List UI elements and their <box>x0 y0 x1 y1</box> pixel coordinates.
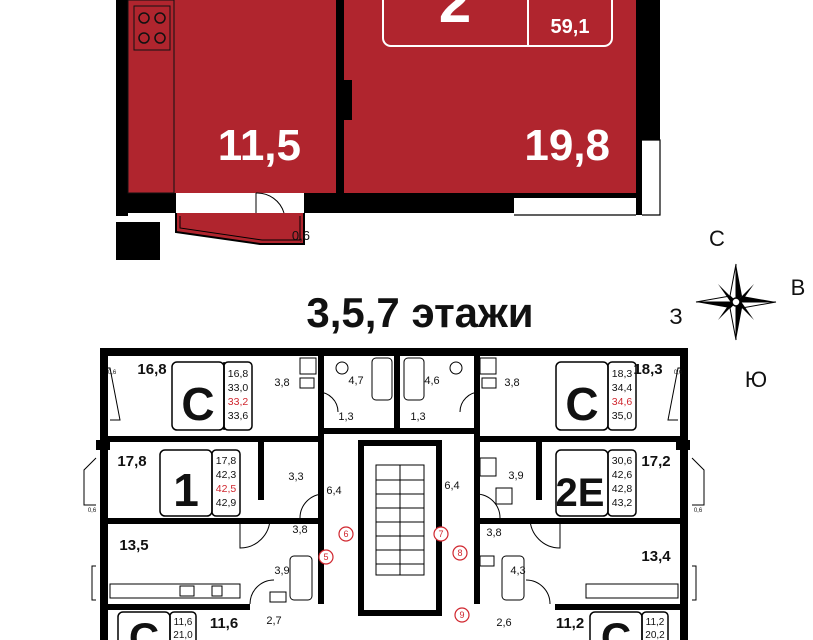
kitchen-counter <box>109 583 679 599</box>
marker-label: 5 <box>323 552 328 562</box>
balcony-label: 0,6 <box>674 370 683 376</box>
spec: 16,8 <box>228 368 249 380</box>
marker-8: 8 <box>452 545 468 561</box>
floors-title: 3,5,7 этажи <box>306 289 533 336</box>
balcony-label: 0,6 <box>694 508 703 514</box>
floor-plan-walls <box>96 348 690 640</box>
apt-badge-5: С 11,6 21,0 <box>117 611 197 640</box>
spec: 42,6 <box>612 469 633 481</box>
apartment-badge: 2 59,1 <box>382 0 613 47</box>
marker-5: 5 <box>318 549 334 565</box>
apt-badge-3: 1 17,8 42,3 42,5 42,9 <box>159 449 241 517</box>
spec-highlight: 42,5 <box>216 483 237 495</box>
rooms-count-label: 2 <box>439 0 471 35</box>
marker-6: 6 <box>338 526 354 542</box>
spec: 21,0 <box>173 630 193 640</box>
room-area: 6,4 <box>444 480 459 492</box>
apt-type: С <box>129 614 159 640</box>
spec: 33,6 <box>228 410 249 422</box>
doors <box>239 391 561 605</box>
room-area: 2,6 <box>496 617 511 629</box>
room-area-label: 19,8 <box>524 121 610 170</box>
spec: 42,8 <box>612 483 633 495</box>
spec: 18,3 <box>612 368 633 380</box>
room-area: 4,6 <box>424 375 439 387</box>
compass-icon <box>695 263 777 341</box>
room-area: 11,6 <box>210 615 238 632</box>
spec: 17,8 <box>216 455 237 467</box>
room-area: 4,7 <box>348 375 363 387</box>
spec: 34,4 <box>612 382 633 394</box>
compass-north: С <box>709 226 725 251</box>
spec: 20,2 <box>645 630 665 640</box>
compass-south: Ю <box>745 367 767 392</box>
marker-label: 8 <box>457 548 462 558</box>
room-area: 1,3 <box>410 411 425 423</box>
small-room-labels: 3,8 4,7 4,6 3,8 1,3 1,3 3,3 6,4 6,4 3,9 … <box>266 375 525 629</box>
spec-highlight: 33,2 <box>228 396 249 408</box>
compass-east: В <box>791 275 806 300</box>
balcony-label: 0,6 <box>108 370 117 376</box>
bathroom-fixtures <box>269 357 525 603</box>
room-area: 13,5 <box>119 537 148 554</box>
markers: 5 6 7 8 9 <box>318 526 470 623</box>
balcony-area-label: 0,6 <box>292 228 310 243</box>
marker-label: 9 <box>459 610 464 620</box>
apt-badge-1: С 16,8 33,0 33,2 33,6 <box>171 361 253 431</box>
spec: 35,0 <box>612 410 633 422</box>
windows <box>83 367 705 601</box>
room-area: 3,8 <box>504 377 519 389</box>
room-labels: 16,8 18,3 17,8 17,2 13,5 13,4 11,6 11,2 <box>117 361 671 632</box>
spec: 30,6 <box>612 455 633 467</box>
apt-badge-6: С 11,2 20,2 <box>589 611 669 640</box>
room-area: 3,9 <box>274 565 289 577</box>
spec: 11,6 <box>174 617 193 628</box>
spec: 42,3 <box>216 469 237 481</box>
balcony-label: 0,6 <box>88 508 97 514</box>
apt-badge-2: С 18,3 34,4 34,6 35,0 <box>555 361 637 431</box>
top-apartment: 0,6 2 59,1 11,5 19,8 <box>116 0 661 260</box>
apt-type: 2Е <box>556 471 605 515</box>
spec: 42,9 <box>216 497 237 509</box>
stove-icon <box>133 5 171 51</box>
room-area: 17,2 <box>641 453 670 470</box>
room-area: 13,4 <box>641 548 671 565</box>
spec: 43,2 <box>612 497 633 509</box>
total-area-label: 59,1 <box>551 16 590 38</box>
room-area: 11,2 <box>556 615 584 632</box>
room-area: 18,3 <box>633 361 662 378</box>
apt-badge-4: 2Е 30,6 42,6 42,8 43,2 <box>555 449 637 517</box>
room-area: 6,4 <box>326 485 341 497</box>
staircase-icon <box>375 464 425 576</box>
room-area: 1,3 <box>338 411 353 423</box>
room-area: 3,8 <box>292 524 307 536</box>
spec: 33,0 <box>228 382 249 394</box>
apt-type: С <box>601 614 631 640</box>
apt-type: С <box>181 378 214 430</box>
apt-type: 1 <box>173 464 199 516</box>
room-area: 4,3 <box>510 565 525 577</box>
room-area: 3,3 <box>288 471 303 483</box>
room-area: 3,9 <box>508 470 523 482</box>
marker-label: 6 <box>343 529 348 539</box>
balcony-labels: 0,6 0,6 0,6 0,6 <box>88 370 703 514</box>
marker-label: 7 <box>438 529 443 539</box>
spec: 11,2 <box>646 617 665 628</box>
kitchen-area-label: 11,5 <box>218 121 301 170</box>
room-area: 2,7 <box>266 615 281 627</box>
marker-9: 9 <box>454 607 470 623</box>
apt-type: С <box>565 378 598 430</box>
marker-7: 7 <box>433 526 449 542</box>
compass-west: З <box>669 304 682 329</box>
room-area: 17,8 <box>117 453 146 470</box>
spec-highlight: 34,6 <box>612 396 633 408</box>
room-area: 3,8 <box>274 377 289 389</box>
room-area: 3,8 <box>486 527 501 539</box>
room-area: 16,8 <box>137 361 166 378</box>
